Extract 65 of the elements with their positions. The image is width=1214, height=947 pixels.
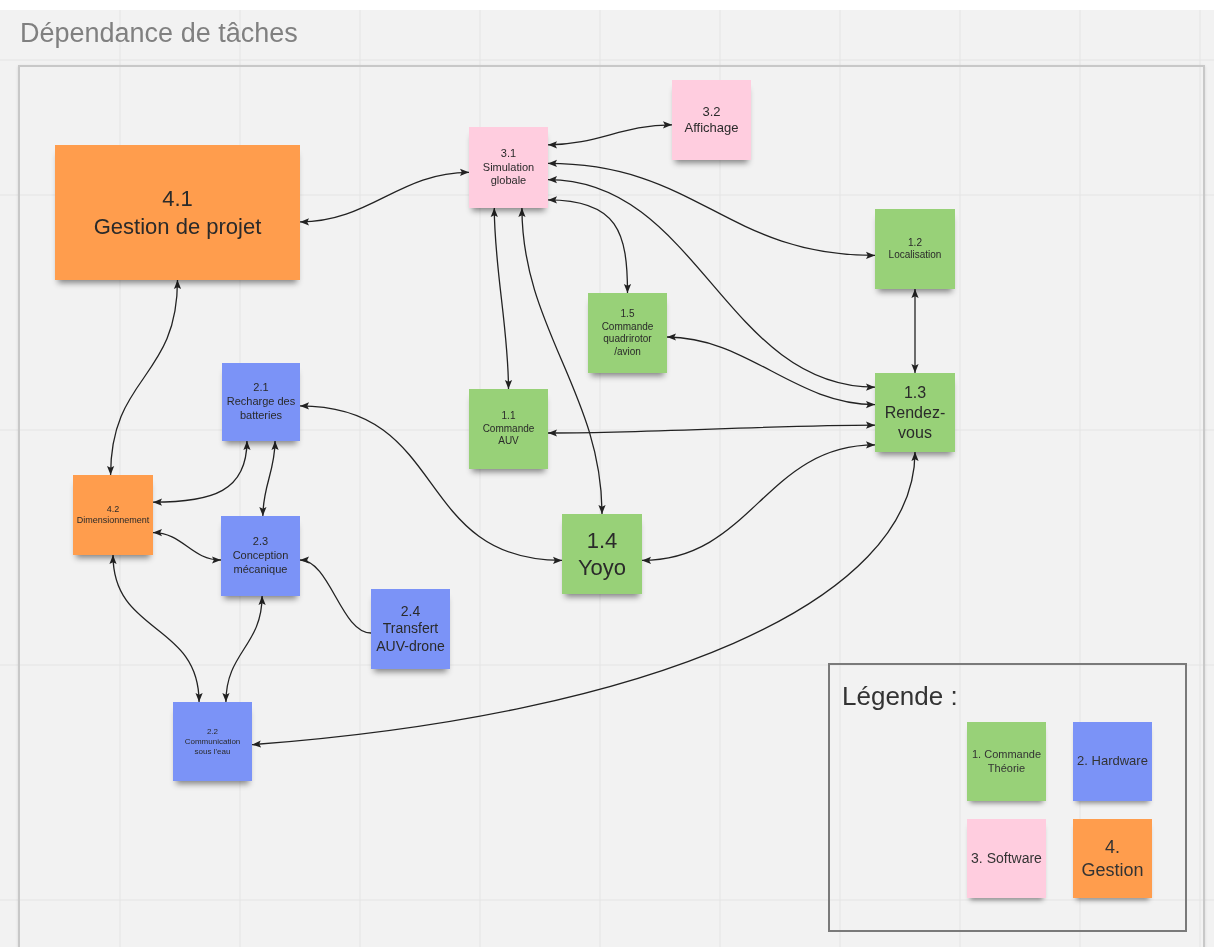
legend-note: 3. Software xyxy=(967,819,1046,898)
arrow xyxy=(641,442,876,564)
sticky-note xyxy=(588,293,667,373)
task-number: 2.4 xyxy=(400,602,421,621)
arrow xyxy=(911,288,919,374)
sticky-note xyxy=(221,516,300,596)
arrow xyxy=(299,403,563,564)
arrow xyxy=(107,279,181,476)
sticky-note xyxy=(672,80,751,160)
task-number: 3.2 xyxy=(702,103,721,120)
sticky-note xyxy=(875,373,955,452)
arrow xyxy=(518,207,606,515)
legend-note: 1. Commande Théorie xyxy=(967,722,1046,801)
task-title: Communication sous l'eau xyxy=(183,736,242,757)
legend-note: 4. Gestion xyxy=(1073,819,1152,898)
arrow xyxy=(490,207,512,390)
sticky-note xyxy=(875,209,955,289)
arrow xyxy=(110,554,202,703)
task-number: 2.2 xyxy=(206,726,219,737)
task-number: 4.1 xyxy=(162,185,193,213)
sticky-note xyxy=(562,514,642,594)
task-title: Rendez-vous xyxy=(883,402,947,443)
diagram-title: Dépendance de tâches xyxy=(20,20,298,47)
task-number: 1.3 xyxy=(903,382,927,403)
task-title: Transfert AUV-drone xyxy=(375,620,446,656)
task-title: Commande AUV xyxy=(481,422,536,448)
arrow xyxy=(152,440,250,506)
task-title: Yoyo xyxy=(577,554,627,582)
arrow xyxy=(299,169,470,225)
arrow xyxy=(666,334,876,408)
arrow xyxy=(547,121,673,149)
task-title: Localisation xyxy=(888,249,942,262)
task-number: 1.4 xyxy=(586,526,618,554)
task-number: 2.3 xyxy=(252,535,269,550)
legend-heading: Légende : xyxy=(842,680,958,713)
task-number: 1.2 xyxy=(908,236,922,249)
task-title: Commande quadrirotor /avion xyxy=(600,320,655,358)
task-title: Dimensionnement xyxy=(76,515,150,527)
task-number: 2.1 xyxy=(253,381,269,396)
sticky-note xyxy=(55,145,300,280)
arrow xyxy=(547,160,876,259)
sticky-note xyxy=(469,389,548,469)
task-title: Recharge des batteries xyxy=(225,395,297,423)
sticky-note xyxy=(371,589,450,669)
task-title: Gestion de projet xyxy=(93,212,262,240)
arrow xyxy=(547,196,631,294)
task-title: Simulation globale xyxy=(481,160,536,189)
task-title: Affichage xyxy=(684,120,739,137)
task-number: 4.2 xyxy=(106,503,120,515)
task-number: 1.5 xyxy=(620,308,635,321)
sticky-note xyxy=(469,127,548,208)
task-title: Conception mécanique xyxy=(231,549,290,577)
arrow xyxy=(152,529,222,563)
arrow xyxy=(259,440,279,517)
sticky-note xyxy=(173,702,252,781)
task-number: 1.1 xyxy=(501,410,516,423)
arrow xyxy=(251,451,918,748)
task-number: 3.1 xyxy=(500,146,517,161)
arrow xyxy=(299,558,372,634)
legend-note: 2. Hardware xyxy=(1073,722,1152,801)
sticky-note xyxy=(222,363,300,441)
arrow xyxy=(547,421,876,437)
arrow xyxy=(547,177,876,390)
sticky-note xyxy=(73,475,153,555)
arrow xyxy=(222,595,266,703)
